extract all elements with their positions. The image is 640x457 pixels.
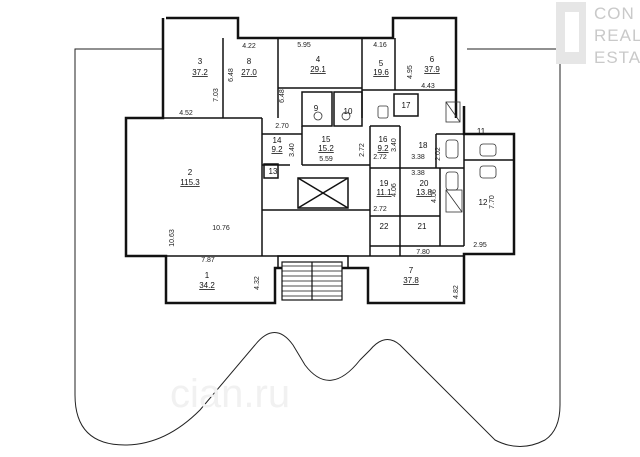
dimension: 4.06 xyxy=(431,189,438,203)
dimension: 7.80 xyxy=(416,249,430,256)
dimension: 5.95 xyxy=(297,42,311,49)
room-number: 11 xyxy=(477,127,486,136)
room-number: 8 xyxy=(247,57,252,66)
interior-walls xyxy=(163,38,514,269)
dimension: 10.76 xyxy=(212,225,230,232)
room-number: 7 xyxy=(409,266,414,275)
room-number: 4 xyxy=(316,55,321,64)
dimension: 4.82 xyxy=(453,285,460,299)
dimension: 4.16 xyxy=(373,42,387,49)
room-number: 2 xyxy=(188,168,193,177)
dimension: 7.70 xyxy=(489,195,496,209)
room-number: 1 xyxy=(205,271,210,280)
dimension: 10.63 xyxy=(169,229,176,247)
dimension: 3.40 xyxy=(289,143,296,157)
dimension: 6.48 xyxy=(279,89,286,103)
dimension: 3.40 xyxy=(391,138,398,152)
dimension: 2.02 xyxy=(435,147,442,161)
room-number: 9 xyxy=(314,104,319,113)
room-number: 20 xyxy=(420,179,429,188)
dimension: 2.70 xyxy=(275,123,289,130)
dimension: 4.52 xyxy=(179,110,193,117)
watermark-text: ESTA xyxy=(594,48,640,67)
room-area: 115.3 xyxy=(180,178,200,187)
room-number: 15 xyxy=(322,135,331,144)
room-area: 11.1 xyxy=(377,188,393,197)
dimension: 6.48 xyxy=(228,68,235,82)
fixtures xyxy=(313,101,497,213)
room-number: 5 xyxy=(379,59,384,68)
dimension: 7.03 xyxy=(213,88,220,102)
room-area: 27.0 xyxy=(241,68,257,77)
dimension: 2.95 xyxy=(473,242,487,249)
room-area: 19.6 xyxy=(373,68,389,77)
room-number: 10 xyxy=(344,107,353,116)
watermark-text: REAL xyxy=(594,26,640,45)
dimension: 2.72 xyxy=(359,143,366,157)
watermark-text: CON xyxy=(594,4,635,23)
site-outline xyxy=(74,48,561,447)
dimension: 4.43 xyxy=(421,83,435,90)
room-number: 3 xyxy=(198,57,203,66)
room-number: 13 xyxy=(269,167,278,176)
dimension-labels: 4.22 5.95 4.16 7.03 6.48 4.95 4.43 6.48 … xyxy=(169,42,496,299)
room-number: 19 xyxy=(380,179,389,188)
room-number: 17 xyxy=(402,101,411,110)
room-area: 34.2 xyxy=(199,281,215,290)
dimension: 3.38 xyxy=(411,170,425,177)
room-number: 6 xyxy=(430,55,435,64)
room-area: 37.2 xyxy=(192,68,208,77)
watermark-mark xyxy=(556,2,586,64)
dimension: 2.72 xyxy=(373,154,387,161)
room-number: 12 xyxy=(479,198,488,207)
room-number: 21 xyxy=(418,222,427,231)
stair xyxy=(281,261,343,301)
room-area: 9.2 xyxy=(271,145,283,154)
dimension: 4.06 xyxy=(391,183,398,197)
room-number: 16 xyxy=(379,135,388,144)
room-number: 22 xyxy=(380,222,389,231)
room-area: 37.8 xyxy=(403,276,419,285)
watermark-bottom-text: cian.ru xyxy=(170,372,291,416)
room-area: 13.8 xyxy=(416,188,432,197)
room-area: 29.1 xyxy=(310,65,326,74)
room-number: 14 xyxy=(273,136,282,145)
watermark-logo: CON REAL ESTA xyxy=(556,0,640,74)
room-labels: 3 37.2 8 27.0 4 29.1 5 19.6 6 37.9 9 10 … xyxy=(180,55,488,290)
room-area: 37.9 xyxy=(424,65,440,74)
dimension: 4.95 xyxy=(407,65,414,79)
dimension: 3.38 xyxy=(411,154,425,161)
dimension: 2.72 xyxy=(373,206,387,213)
dimension: 4.22 xyxy=(242,43,256,50)
dimension: 7.87 xyxy=(201,257,215,264)
dimension: 5.59 xyxy=(319,156,333,163)
dimension: 4.32 xyxy=(254,276,261,290)
room-number: 18 xyxy=(419,141,428,150)
room-area: 9.2 xyxy=(377,144,389,153)
room-area: 15.2 xyxy=(318,144,334,153)
